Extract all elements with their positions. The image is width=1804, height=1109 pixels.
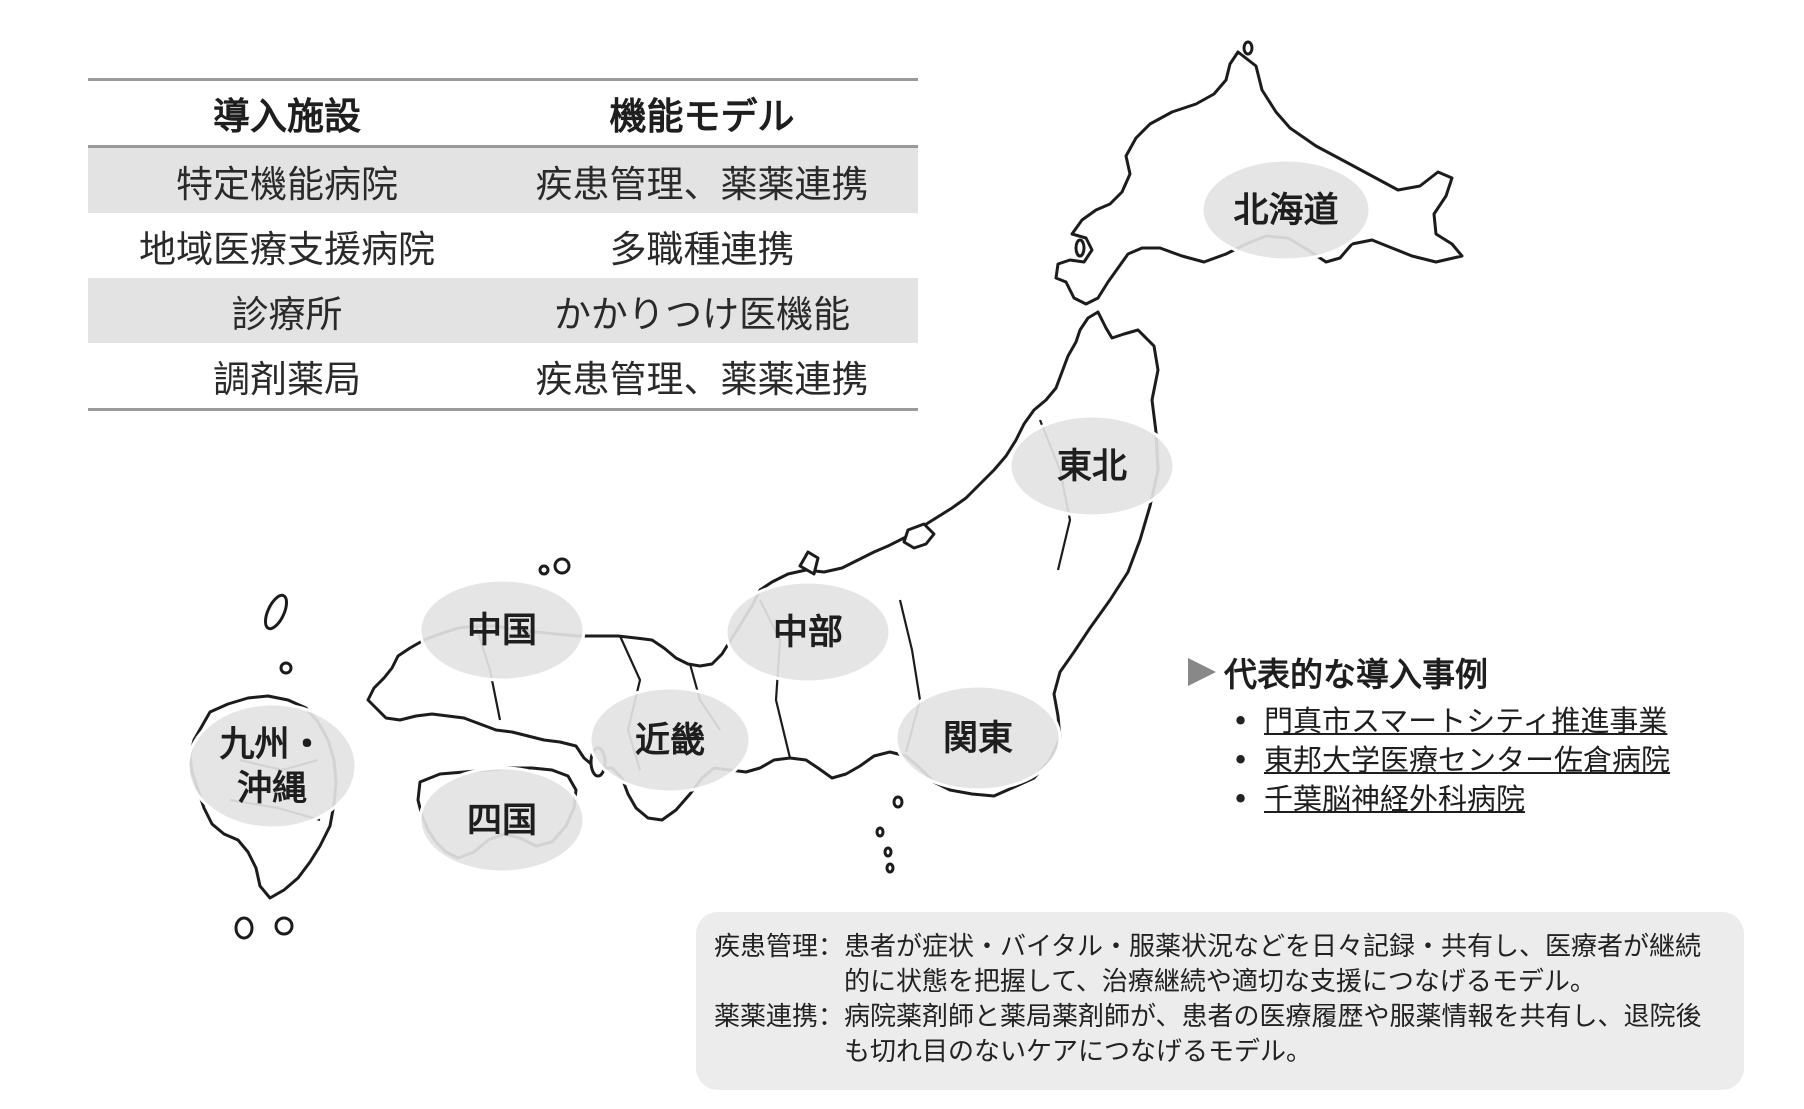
region-ellipse-kyushu (186, 702, 358, 830)
region-label-chubu: 中部 (773, 613, 843, 653)
region-label-kyushu-line1: 九州・ (219, 725, 324, 765)
region-ellipse-hokkaido (1200, 158, 1372, 262)
region-ellipse-chubu (724, 580, 892, 684)
facility-model-table: 導入施設 機能モデル 特定機能病院 疾患管理、薬薬連携 地域医療支援病院 多職種… (88, 78, 918, 411)
region-label-hokkaido: 北海道 (1233, 191, 1338, 231)
islet (892, 795, 904, 809)
header-facility: 導入施設 (88, 78, 486, 148)
list-item: • 千葉脳神経外科病院 (1232, 780, 1748, 819)
hokkaido-islet (1242, 40, 1254, 56)
region-label-tohoku: 東北 (1057, 447, 1127, 487)
islet (885, 862, 895, 874)
bullet: • (1232, 782, 1250, 816)
islet (234, 916, 254, 940)
region-ellipse-chugoku (418, 578, 586, 682)
facility-cell: 診療所 (88, 278, 486, 343)
region-ellipse-kinki (588, 686, 752, 794)
definition-term: 疾患管理： (714, 932, 845, 962)
bullet: • (1232, 704, 1250, 738)
model-cell: かかりつけ医機能 (486, 278, 918, 343)
table-header-row: 導入施設 機能モデル (88, 78, 918, 148)
case-link-chiba-neuro[interactable]: 千葉脳神経外科病院 (1264, 782, 1526, 816)
case-link-kadoma[interactable]: 門真市スマートシティ推進事業 (1264, 704, 1668, 738)
region-label-kyushu-line2: 沖縄 (237, 769, 307, 809)
oki-island (553, 557, 571, 575)
tsushima-island (263, 593, 289, 631)
model-cell: 疾患管理、薬薬連携 (486, 146, 918, 213)
facility-cell: 地域医療支援病院 (139, 227, 435, 271)
region-label-shikoku: 四国 (467, 801, 537, 841)
region-label-chugoku: 中国 (467, 611, 537, 651)
region-ellipse-kanto (894, 684, 1062, 792)
definitions-box: 疾患管理： 患者が症状・バイタル・服薬状況などを日々記録・共有し、医療者が継続的… (696, 912, 1744, 1090)
facility-cell: 特定機能病院 (88, 146, 486, 213)
table-row: 調剤薬局 疾患管理、薬薬連携 (88, 343, 918, 411)
facility-cell: 調剤薬局 (88, 343, 486, 411)
definition-term: 薬薬連携： (714, 1002, 845, 1032)
table-row: 地域医療支援病院 多職種連携 (88, 213, 918, 278)
model-cell: 疾患管理、薬薬連携 (486, 343, 918, 411)
noto-peninsula (798, 550, 820, 576)
case-list: • 門真市スマートシティ推進事業 • 東邦大学医療センター佐倉病院 • 千葉脳神… (1232, 702, 1748, 819)
table-row: 特定機能病院 疾患管理、薬薬連携 (88, 146, 918, 213)
islet (538, 564, 550, 576)
sado-island (902, 522, 936, 550)
cases-title-text: 代表的な導入事例 (1224, 655, 1488, 694)
region-label-kanto: 関東 (943, 719, 1013, 759)
region-ellipse-shikoku (418, 766, 586, 874)
bullet: • (1232, 743, 1250, 777)
list-item: • 門真市スマートシティ推進事業 (1232, 702, 1748, 741)
islet (883, 846, 893, 858)
list-item: • 東邦大学医療センター佐倉病院 (1232, 741, 1748, 780)
representative-cases: 代表的な導入事例 • 門真市スマートシティ推進事業 • 東邦大学医療センター佐倉… (1188, 648, 1748, 819)
definition-text: 病院薬剤師と薬局薬剤師が、患者の医療履歴や服薬情報を共有し、退院後も切れ目のない… (844, 1002, 1702, 1067)
hokkaido-islet (1074, 238, 1086, 258)
definition-disease-management: 疾患管理： 患者が症状・バイタル・服薬状況などを日々記録・共有し、医療者が継続的… (714, 930, 1724, 1000)
region-label-kinki: 近畿 (635, 721, 705, 761)
definition-text: 患者が症状・バイタル・服薬状況などを日々記録・共有し、医療者が継続的に状態を把握… (844, 932, 1701, 997)
islet (875, 826, 885, 838)
case-link-toho-sakura[interactable]: 東邦大学医療センター佐倉病院 (1264, 743, 1671, 777)
islet (279, 661, 293, 675)
triangle-right-icon (1188, 658, 1216, 686)
cases-heading: 代表的な導入事例 (1188, 648, 1748, 696)
header-model: 機能モデル (486, 78, 918, 148)
region-ellipse-tohoku (1008, 414, 1176, 518)
model-cell: 多職種連携 (609, 227, 795, 271)
table-row: 診療所 かかりつけ医機能 (88, 278, 918, 343)
islet (274, 916, 294, 936)
definition-pharmacy-link: 薬薬連携： 病院薬剤師と薬局薬剤師が、患者の医療履歴や服薬情報を共有し、退院後も… (714, 1000, 1724, 1070)
